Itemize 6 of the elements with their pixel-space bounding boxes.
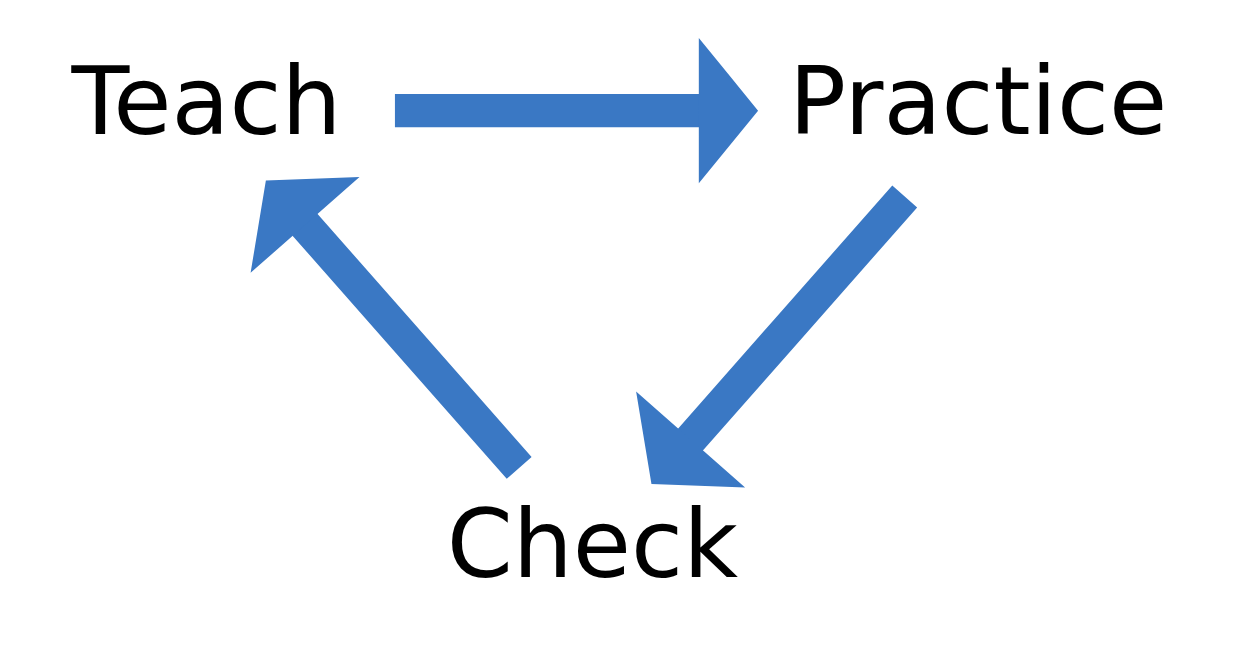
node-text: Practice bbox=[789, 46, 1168, 157]
arrow bbox=[394, 38, 759, 184]
node-text: Teach bbox=[71, 46, 342, 157]
node-text: Check bbox=[446, 488, 738, 599]
arrow bbox=[636, 185, 918, 488]
arrow bbox=[250, 176, 532, 479]
